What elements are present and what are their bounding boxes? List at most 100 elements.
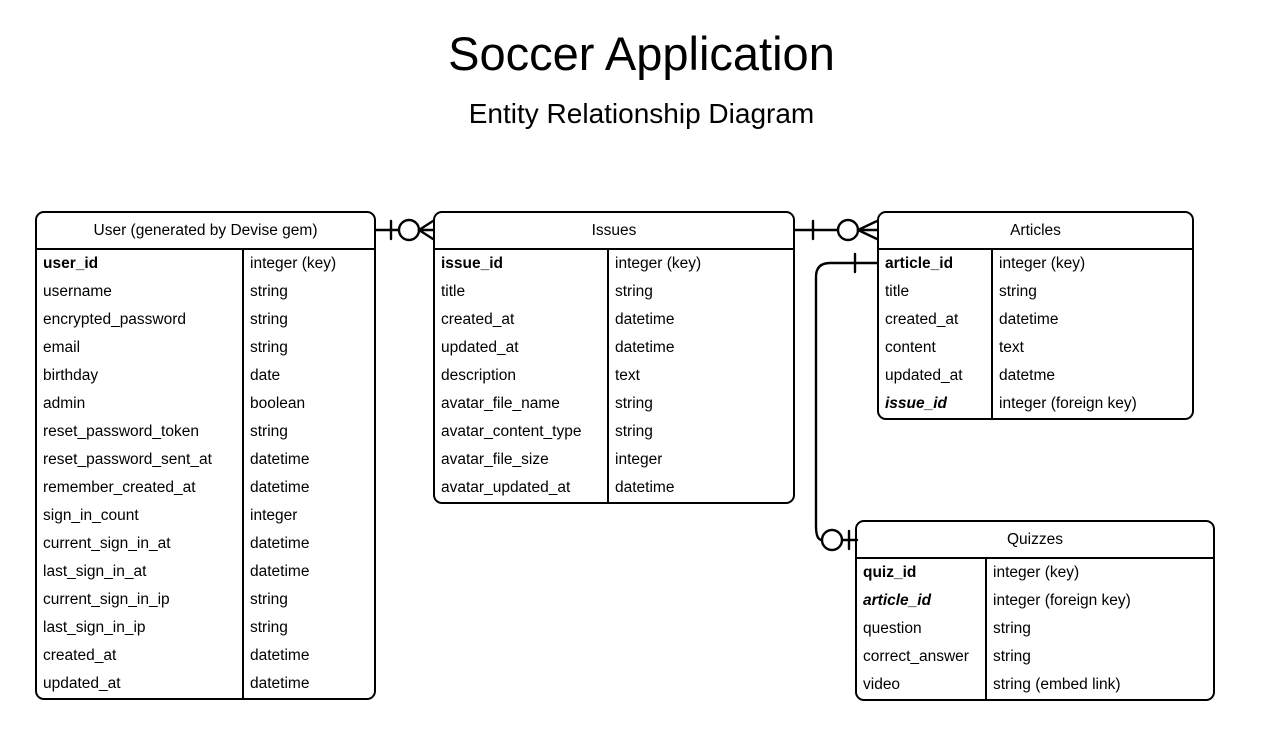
field-name: content bbox=[879, 334, 993, 362]
field-row: email string bbox=[37, 334, 374, 362]
field-type: datetime bbox=[999, 311, 1059, 328]
field-type: integer bbox=[615, 451, 663, 468]
field-type: text bbox=[999, 339, 1024, 356]
field-name: quiz_id bbox=[857, 559, 987, 587]
field-type: datetime bbox=[250, 451, 310, 468]
field-name: avatar_updated_at bbox=[435, 474, 609, 502]
field-name: updated_at bbox=[37, 670, 244, 698]
field-row: remember_created_at datetime bbox=[37, 474, 374, 502]
field-name: last_sign_in_at bbox=[37, 558, 244, 586]
field-name: created_at bbox=[879, 306, 993, 334]
connector-articles-quizzes bbox=[814, 252, 879, 552]
field-name: article_id bbox=[879, 250, 993, 278]
field-row: article_id integer (foreign key) bbox=[857, 587, 1213, 615]
page-title: Soccer Application bbox=[448, 27, 835, 80]
field-name: title bbox=[435, 278, 609, 306]
page-subtitle: Entity Relationship Diagram bbox=[468, 98, 815, 129]
entity-body: issue_id integer (key) title string created_… bbox=[435, 250, 793, 502]
field-type: datetime bbox=[250, 675, 310, 692]
field-name: correct_answer bbox=[857, 643, 987, 671]
connector-user-issues bbox=[374, 218, 435, 242]
field-type: datetime bbox=[250, 563, 310, 580]
field-type: string bbox=[993, 648, 1031, 665]
field-name: birthday bbox=[37, 362, 244, 390]
field-name: created_at bbox=[37, 642, 244, 670]
field-name: avatar_content_type bbox=[435, 418, 609, 446]
crow-foot-line bbox=[856, 219, 879, 232]
field-type: string bbox=[615, 395, 653, 412]
field-name: video bbox=[857, 671, 987, 699]
field-row: username string bbox=[37, 278, 374, 306]
field-type: integer (key) bbox=[615, 255, 702, 272]
entity-header: Articles bbox=[879, 213, 1192, 250]
field-row: avatar_file_name string bbox=[435, 390, 793, 418]
field-type: string bbox=[615, 423, 653, 440]
field-type: string bbox=[250, 339, 288, 356]
cardinality-zero-circle bbox=[820, 528, 844, 552]
field-type: datetime bbox=[250, 647, 310, 664]
cardinality-zero-circle bbox=[836, 218, 860, 242]
field-name: description bbox=[435, 362, 609, 390]
field-row: title string bbox=[435, 278, 793, 306]
field-type: integer (key) bbox=[250, 255, 337, 272]
field-type: integer bbox=[250, 507, 298, 524]
field-type: string bbox=[250, 311, 288, 328]
field-name: avatar_file_name bbox=[435, 390, 609, 418]
field-type: datetme bbox=[999, 367, 1056, 384]
field-name: avatar_file_size bbox=[435, 446, 609, 474]
field-row: created_at datetime bbox=[879, 306, 1192, 334]
field-name: updated_at bbox=[879, 362, 993, 390]
crow-foot-line bbox=[417, 219, 435, 232]
entity-header: Issues bbox=[435, 213, 793, 250]
field-type: datetime bbox=[250, 479, 310, 496]
crow-foot-line bbox=[417, 228, 435, 241]
field-type: string bbox=[615, 283, 653, 300]
field-name: created_at bbox=[435, 306, 609, 334]
field-name: article_id bbox=[857, 587, 987, 615]
field-name: current_sign_in_ip bbox=[37, 586, 244, 614]
field-row: avatar_file_size integer bbox=[435, 446, 793, 474]
field-name: updated_at bbox=[435, 334, 609, 362]
connector-issues-articles bbox=[793, 218, 879, 242]
field-type: integer (key) bbox=[999, 255, 1086, 272]
field-name: issue_id bbox=[435, 250, 609, 278]
field-row: correct_answer string bbox=[857, 643, 1213, 671]
crow-foot-line bbox=[856, 228, 879, 241]
field-name: last_sign_in_ip bbox=[37, 614, 244, 642]
field-type: integer (foreign key) bbox=[999, 395, 1137, 412]
field-type: string bbox=[250, 283, 288, 300]
field-row: issue_id integer (foreign key) bbox=[879, 390, 1192, 418]
field-row: created_at datetime bbox=[37, 642, 374, 670]
field-name: encrypted_password bbox=[37, 306, 244, 334]
field-type: string bbox=[999, 283, 1037, 300]
field-name: username bbox=[37, 278, 244, 306]
field-name: email bbox=[37, 334, 244, 362]
field-type: boolean bbox=[250, 395, 306, 412]
field-name: question bbox=[857, 615, 987, 643]
field-row: last_sign_in_at datetime bbox=[37, 558, 374, 586]
field-name: remember_created_at bbox=[37, 474, 244, 502]
field-row: avatar_content_type string bbox=[435, 418, 793, 446]
field-type: string bbox=[250, 423, 288, 440]
field-type: integer (foreign key) bbox=[993, 592, 1131, 609]
field-name: issue_id bbox=[879, 390, 993, 418]
